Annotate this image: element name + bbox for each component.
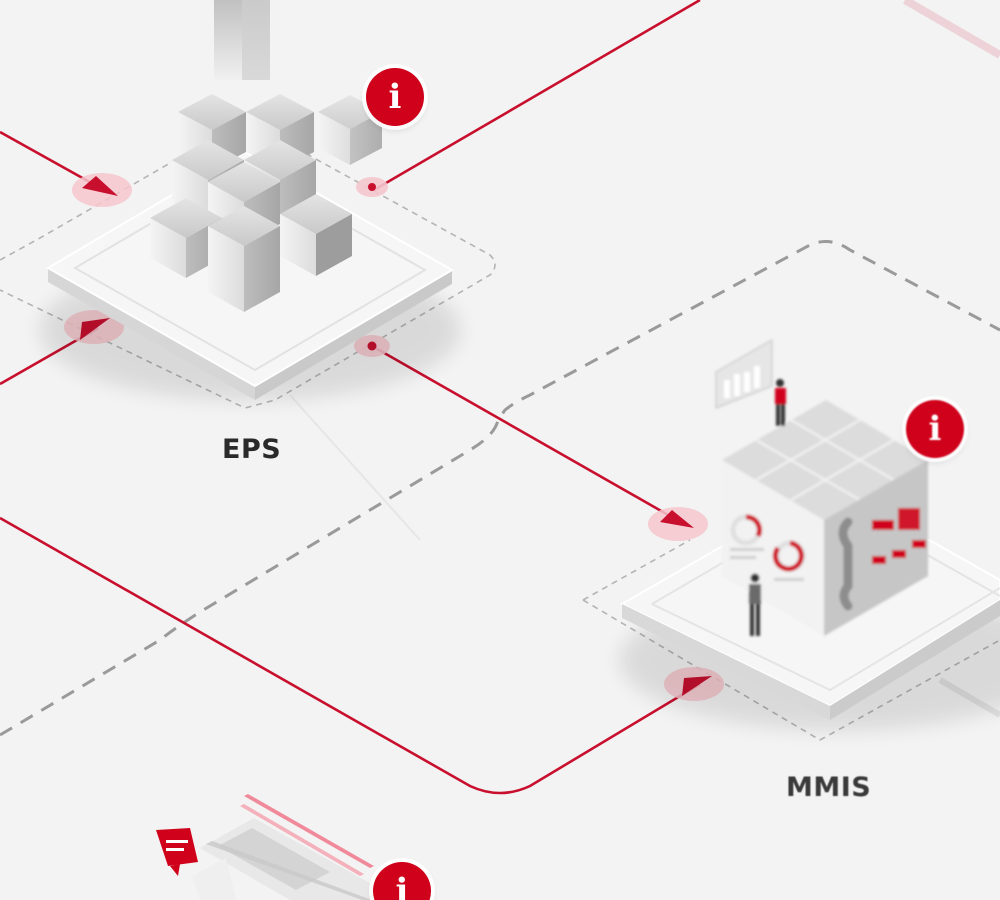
status-bars [872,508,926,564]
cube-pillar [214,0,270,80]
arrow-icon [82,176,118,196]
connector-left-to-mmis [0,516,701,795]
dashed-region-outlines [0,239,1000,737]
cube-lower-center [208,206,280,312]
dashed-boundary-main [0,239,1000,737]
info-icon[interactable]: i [906,400,964,458]
person-icon [775,379,786,426]
mmis-cube-icon [715,338,928,636]
connector-eps-to-mmis [371,344,685,526]
info-icon[interactable]: i [373,862,431,900]
person-icon [749,573,761,636]
cube-floating [318,95,382,165]
bottom-device-illustration [156,794,400,900]
cube-stack-icon [150,0,382,312]
eps-platform-outline [0,119,496,409]
arrow-icon [660,510,694,528]
eps-node-label: EPS [222,434,282,465]
gauge-icon [730,514,806,581]
wrench-icon [838,517,853,611]
connector-eps-to-top-right [373,0,701,192]
info-icon[interactable]: i [366,68,424,126]
browser-window-icon [200,794,400,900]
dashboard-board-icon [715,338,773,410]
chat-bubble-icon [156,828,198,876]
mmis-node-label: MMIS [786,772,872,803]
cube-lower-right [280,194,352,276]
